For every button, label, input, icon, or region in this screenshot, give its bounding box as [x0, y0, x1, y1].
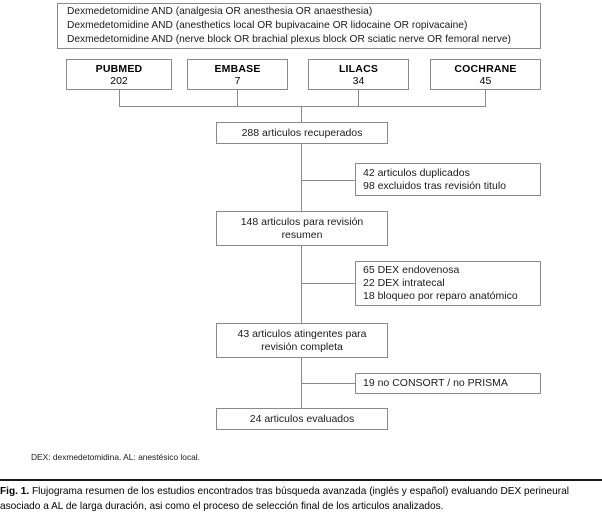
- connector-db-lilacs-stub: [358, 90, 359, 107]
- connector-db-pubmed-stub: [119, 90, 120, 107]
- exclusion-box-route-of-administration: 65 DEX endovenosa 22 DEX intratecal 18 b…: [355, 261, 541, 306]
- database-name: LILACS: [338, 62, 379, 75]
- stage-line: 148 articulos para revisión: [240, 215, 364, 228]
- connector-db-embase-stub: [237, 90, 238, 107]
- stage-box-full-text-review: 43 articulos atingentes para revisión co…: [216, 323, 388, 358]
- exclusion-line: 65 DEX endovenosa: [363, 264, 460, 276]
- exclusion-box-reporting-standards: 19 no CONSORT / no PRISMA: [355, 373, 541, 394]
- connector-branch-to-duplicates: [301, 180, 356, 181]
- abbreviations-footnote: DEX: dexmedetomidina. AL: anestésico loc…: [31, 452, 200, 462]
- database-count: 202: [110, 74, 128, 87]
- query-line: Dexmedetomidine AND (analgesia OR anesth…: [67, 5, 373, 17]
- database-count: 45: [479, 74, 492, 87]
- caption-divider: [0, 479, 602, 481]
- exclusion-line: 22 DEX intratecal: [363, 277, 445, 289]
- query-line: Dexmedetomidine AND (nerve block OR brac…: [67, 34, 511, 46]
- stage-line: 43 articulos atingentes para: [237, 327, 367, 340]
- connector-db-cochrane-stub: [485, 90, 486, 107]
- exclusion-box-duplicates-title: 42 articulos duplicados 98 excluidos tra…: [355, 163, 541, 196]
- exclusion-line: 42 articulos duplicados: [363, 166, 470, 179]
- database-box-embase: EMBASE 7: [187, 59, 288, 90]
- stage-line: resumen: [281, 228, 323, 241]
- database-box-lilacs: LILACS 34: [308, 59, 409, 90]
- connector-bus-to-retrieved: [301, 106, 302, 123]
- database-box-cochrane: COCHRANE 45: [430, 59, 541, 90]
- figure-number: Fig. 1.: [0, 486, 30, 497]
- database-name: EMBASE: [214, 62, 261, 75]
- stage-line: revisión completa: [261, 340, 343, 353]
- connector-database-bus: [119, 106, 486, 107]
- connector-branch-to-route: [301, 283, 356, 284]
- query-line: Dexmedetomidine AND (anesthetics local O…: [67, 19, 468, 31]
- database-name: PUBMED: [95, 62, 143, 75]
- stage-line: 288 articulos recuperados: [241, 126, 363, 139]
- exclusion-line: 18 bloqueo por reparo anatómico: [363, 290, 518, 302]
- stage-box-abstract-review: 148 articulos para revisión resumen: [216, 211, 388, 246]
- stage-line: 24 articulos evaluados: [249, 412, 355, 425]
- connector-branch-to-reporting: [301, 383, 356, 384]
- search-query-box: Dexmedetomidine AND (analgesia OR anesth…: [57, 3, 541, 49]
- database-name: COCHRANE: [454, 62, 517, 75]
- connector-spine-abstract-to-fulltext: [301, 246, 302, 324]
- database-box-pubmed: PUBMED 202: [66, 59, 172, 90]
- figure-caption: Fig. 1. Flujograma resumen de los estudi…: [0, 485, 602, 514]
- figure-caption-text: Flujograma resumen de los estudios encon…: [0, 486, 569, 512]
- connector-spine-retrieved-to-abstract: [301, 144, 302, 212]
- stage-box-articles-evaluated: 24 articulos evaluados: [216, 408, 388, 430]
- stage-box-records-retrieved: 288 articulos recuperados: [216, 122, 388, 144]
- exclusion-line: 98 excluidos tras revisión titulo: [363, 179, 506, 192]
- exclusion-line: 19 no CONSORT / no PRISMA: [363, 377, 508, 389]
- database-count: 34: [352, 74, 365, 87]
- database-count: 7: [234, 74, 241, 87]
